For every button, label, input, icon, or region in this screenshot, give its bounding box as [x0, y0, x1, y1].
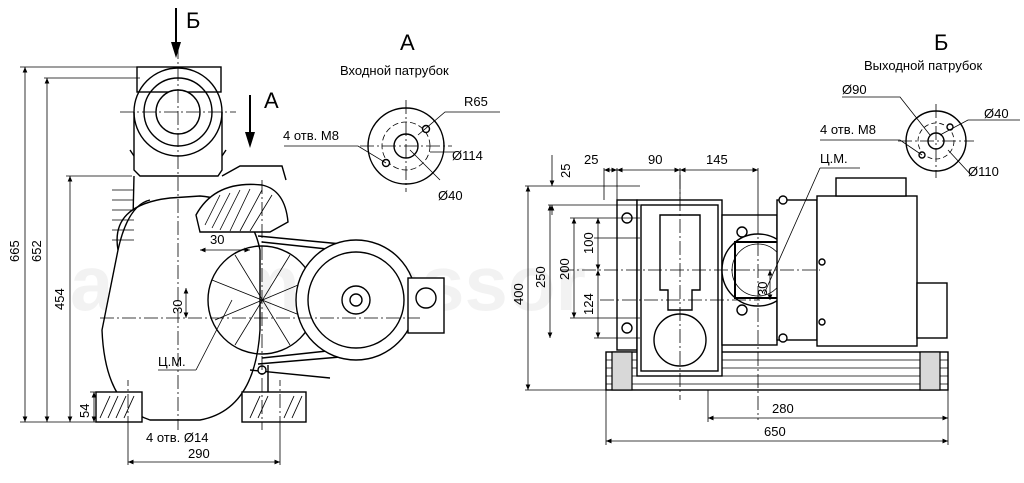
dim-200: 200	[557, 258, 572, 280]
outlet-flange-view: Б Выходной патрубок Ø90 Ø40 4 отв. М8 Ø1…	[820, 30, 1020, 179]
dim-30-front: 30	[755, 282, 770, 296]
inlet-view-letter: А	[400, 30, 415, 55]
outlet-d110: Ø110	[968, 164, 999, 179]
dim-54: 54	[77, 404, 92, 418]
outlet-d90: Ø90	[842, 82, 867, 97]
dim-100: 100	[581, 232, 596, 254]
inlet-d114: Ø114	[452, 148, 483, 163]
dim-650: 650	[764, 424, 786, 439]
outlet-title: Выходной патрубок	[864, 58, 983, 73]
dim-454: 454	[52, 288, 67, 310]
inlet-title: Входной патрубок	[340, 63, 449, 78]
label-center-mass-front: Ц.М.	[820, 151, 848, 166]
label-center-mass-left: Ц.М.	[158, 354, 186, 369]
outlet-d40: Ø40	[984, 106, 1009, 121]
outlet-view-letter: Б	[934, 30, 948, 55]
dim-652: 652	[29, 240, 44, 262]
view-marker-a-left: А	[264, 88, 279, 113]
inlet-holes: 4 отв. М8	[283, 128, 339, 143]
inlet-d40: Ø40	[438, 188, 463, 203]
dim-90-top: 90	[648, 152, 662, 167]
fins	[112, 189, 134, 241]
inlet-radius: R65	[464, 94, 488, 109]
label-holes-14: 4 отв. Ø14	[146, 430, 208, 445]
dim-290: 290	[188, 446, 210, 461]
left-view: Б А 665 652 454 54 30 30 Ц.М. 4 отв. Ø14…	[7, 8, 445, 465]
view-marker-b-left: Б	[186, 8, 200, 33]
dim-25-vertical: 25	[558, 164, 573, 178]
feet	[95, 391, 307, 423]
inlet-flange-view: А Входной патрубок R65 4 отв. М8 Ø114 Ø4…	[283, 30, 500, 203]
dim-30-vertical: 30	[170, 300, 185, 314]
dim-145-top: 145	[706, 152, 728, 167]
front-view: 25 90 145 25 400 250 200 100 124 Ц.М. 30…	[511, 151, 949, 445]
dim-30-horizontal: 30	[210, 232, 224, 247]
dim-250: 250	[533, 266, 548, 288]
dim-400: 400	[511, 283, 526, 305]
outlet-holes: 4 отв. М8	[820, 122, 876, 137]
dim-665: 665	[7, 240, 22, 262]
dim-280: 280	[772, 401, 794, 416]
dim-25-top: 25	[584, 152, 598, 167]
dim-124: 124	[581, 293, 596, 315]
